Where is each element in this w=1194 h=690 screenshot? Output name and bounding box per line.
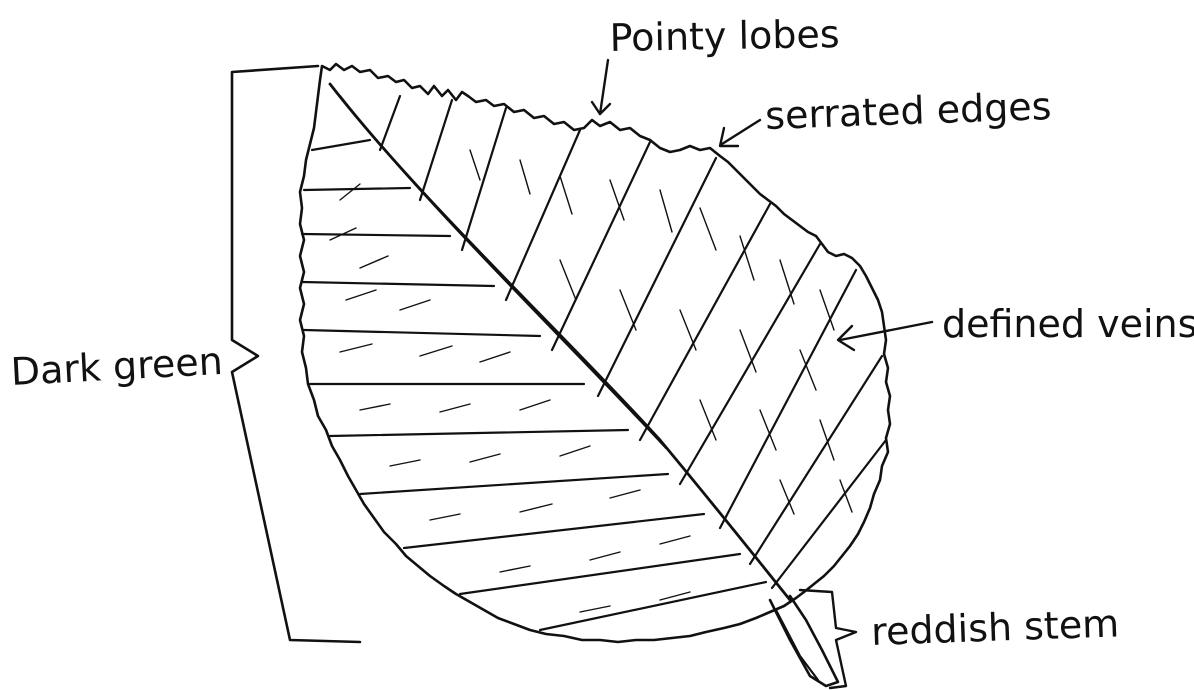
dark-green-bracket	[232, 66, 360, 642]
serrated-edges-arrow	[722, 120, 760, 144]
midrib-double	[340, 96, 666, 448]
label-reddish-stem: reddish stem	[870, 601, 1119, 654]
midrib	[330, 84, 790, 600]
stem-inner-line	[776, 610, 818, 680]
label-defined-veins: defined veins	[942, 302, 1194, 346]
lower-veins	[302, 140, 766, 630]
tertiary-veins	[330, 150, 852, 612]
label-pointy-lobes: Pointy lobes	[609, 12, 840, 60]
stem	[770, 596, 838, 686]
